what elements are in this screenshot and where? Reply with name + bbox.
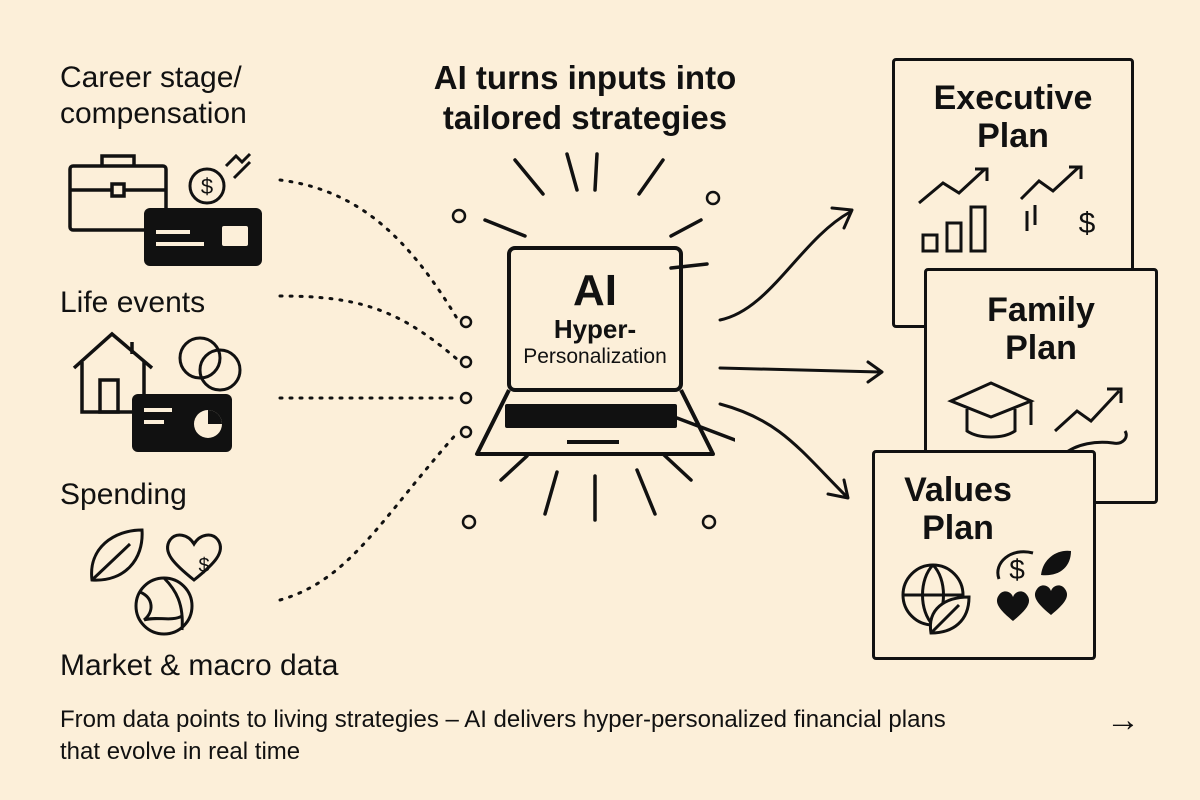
decor-circles xyxy=(451,190,721,530)
money-bag-icon: $ xyxy=(188,152,252,205)
house-icon xyxy=(72,331,154,414)
svg-text:$: $ xyxy=(198,555,209,577)
spending-icons: $ xyxy=(90,528,222,636)
svg-text:$: $ xyxy=(1079,207,1096,240)
executive-plan-line2: Plan xyxy=(977,117,1049,155)
input-connectors xyxy=(278,178,473,602)
briefcase-icon xyxy=(68,154,168,232)
footer-line2: that evolve in real time xyxy=(60,738,301,765)
life-events-label: Life events xyxy=(60,286,206,319)
document-chart-icon xyxy=(132,394,232,452)
executive-icons: $ xyxy=(918,165,1096,253)
leaf-icon xyxy=(90,528,144,582)
values-plan-title: Values Plan xyxy=(883,471,1033,547)
family-plan-line2: Plan xyxy=(1005,329,1077,367)
executive-plan-line1: Executive xyxy=(933,79,1093,117)
diagram-title: AI turns inputs into tailored strategies xyxy=(360,58,810,138)
life-events-icons xyxy=(72,331,242,452)
ai-laptop-graphic xyxy=(451,152,735,530)
family-arrow xyxy=(718,366,882,374)
svg-text:$: $ xyxy=(201,174,213,199)
heart-dollar-icon: $ xyxy=(166,533,222,582)
values-plan-line2: Plan xyxy=(922,509,994,547)
career-connector xyxy=(278,178,460,322)
footer-caption: From data points to living strategies – … xyxy=(60,704,1060,768)
spending-label: Spending xyxy=(60,478,187,511)
output-arrows xyxy=(718,206,884,500)
graduation-cap-icon xyxy=(947,381,1035,439)
family-icons xyxy=(947,381,1128,457)
center-line2: Hyper- xyxy=(553,314,637,344)
career-icons: $ xyxy=(68,152,262,266)
market-label: Market & macro data xyxy=(60,649,339,682)
dollar-hearts-icon: $ xyxy=(996,550,1071,621)
trend-dollar-icon: $ xyxy=(1019,165,1096,240)
values-arrow xyxy=(718,402,848,498)
radiating-lines xyxy=(483,152,735,522)
family-plan-title: Family Plan xyxy=(927,291,1155,367)
connector-nodes xyxy=(459,315,473,439)
laptop-icon xyxy=(475,246,715,456)
center-line3: Personalization xyxy=(523,345,667,368)
credit-card-icon xyxy=(144,208,262,266)
rings-icon xyxy=(178,336,242,392)
career-label-line1: Career stage/ xyxy=(60,61,242,94)
ai-center-label: AI Hyper- Personalization xyxy=(510,268,680,370)
footer-line1: From data points to living strategies – … xyxy=(60,706,946,733)
title-text: AI turns inputs into tailored strategies xyxy=(433,59,737,136)
executive-plan-title: Executive Plan xyxy=(895,79,1131,155)
svg-text:$: $ xyxy=(1009,554,1025,585)
center-line1: AI xyxy=(573,266,617,315)
life-events-connector xyxy=(278,294,460,362)
family-plan-line1: Family xyxy=(987,291,1095,329)
values-plan-card: Values Plan $ xyxy=(872,450,1096,660)
growth-bar-chart-icon xyxy=(918,167,989,253)
globe-icon xyxy=(134,576,194,636)
career-label: Career stage/ compensation xyxy=(60,60,247,132)
values-icons: $ xyxy=(901,550,1071,635)
globe-leaf-icon xyxy=(901,563,971,635)
values-plan-line1: Values xyxy=(904,471,1012,509)
career-label-line2: compensation xyxy=(60,97,247,130)
executive-arrow xyxy=(718,210,852,322)
market-connector xyxy=(278,430,460,602)
footer-arrow-icon: → xyxy=(1106,701,1140,739)
growth-hand-icon xyxy=(1053,387,1128,457)
